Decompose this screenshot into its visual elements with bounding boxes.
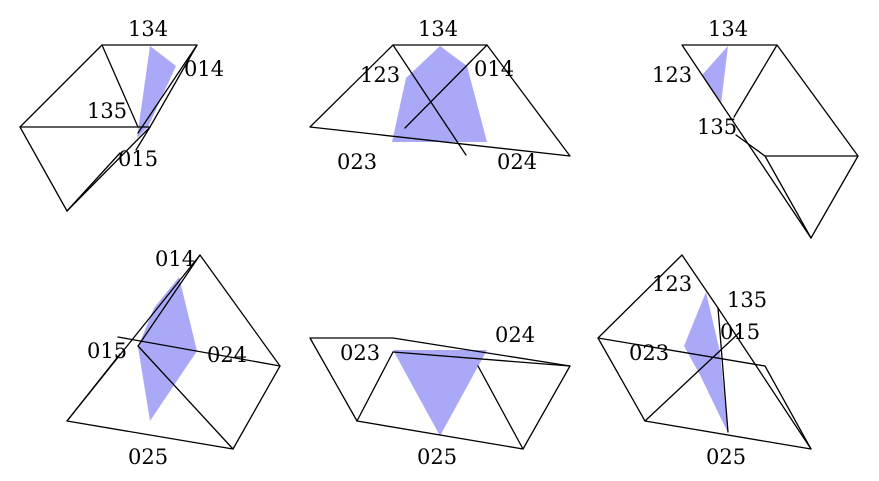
edges	[681, 44, 859, 239]
edges	[66, 254, 281, 450]
label-014: 014	[184, 57, 224, 81]
label-015: 015	[87, 339, 127, 363]
label-015: 015	[720, 320, 760, 344]
label-024: 024	[207, 343, 247, 367]
label-023: 023	[629, 341, 669, 365]
label-134: 134	[708, 17, 748, 41]
edges	[309, 337, 571, 450]
label-014: 014	[155, 247, 195, 271]
label-023: 023	[337, 150, 377, 174]
label-123: 123	[652, 63, 692, 87]
label-023: 023	[340, 341, 380, 365]
label-024: 024	[497, 150, 537, 174]
shaded-section	[702, 46, 728, 104]
edges	[309, 44, 571, 157]
label-134: 134	[418, 17, 458, 41]
label-135: 135	[727, 288, 767, 312]
label-135: 135	[697, 115, 737, 139]
label-014: 014	[474, 57, 514, 81]
label-015: 015	[118, 147, 158, 171]
shaded-section	[684, 292, 728, 433]
label-025: 025	[706, 445, 746, 469]
panel-2: 134 123 014 023 024	[309, 17, 571, 174]
panel-1: 134 014 135 015	[19, 17, 224, 212]
label-135: 135	[87, 99, 127, 123]
label-024: 024	[495, 323, 535, 347]
edges	[19, 44, 198, 212]
shaded-section	[137, 46, 176, 138]
panel-6: 123 135 015 023 025	[597, 254, 812, 469]
label-025: 025	[417, 445, 457, 469]
label-123: 123	[360, 63, 400, 87]
panel-5: 023 024 025	[309, 323, 571, 469]
shaded-section	[393, 350, 487, 436]
label-134: 134	[128, 17, 168, 41]
panel-3: 134 123 135	[652, 17, 859, 239]
label-025: 025	[128, 445, 168, 469]
label-123: 123	[652, 272, 692, 296]
edges	[597, 254, 812, 450]
panel-4: 014 015 024 025	[66, 247, 281, 469]
